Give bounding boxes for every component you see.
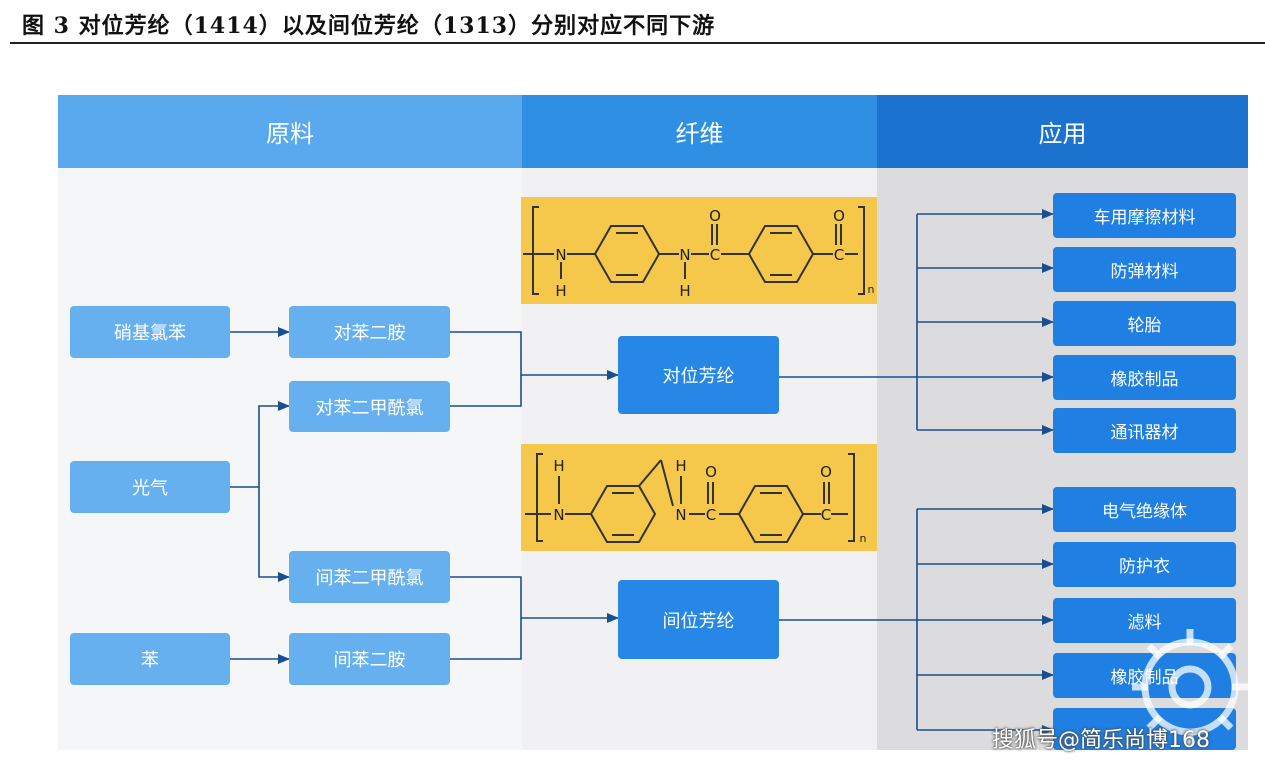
app-meta-item: 防护衣 [1053, 542, 1236, 587]
para-structure-svg: N H N H C O C O n [523, 206, 875, 300]
atom-h: H [675, 457, 686, 475]
raw-p-phenylenediamine: 对苯二胺 [289, 306, 450, 358]
app-para-item: 通讯器材 [1053, 408, 1236, 453]
watermark-text: 搜狐号@简乐尚博168 [992, 728, 1210, 753]
repeat-n: n [868, 283, 875, 296]
atom-n: N [555, 246, 566, 264]
para-aramid-structure: N H N H C O C O n [521, 197, 877, 304]
raw-isophthaloyl-chloride: 间苯二甲酰氯 [289, 551, 450, 603]
raw-nitrochlorobenzene: 硝基氯苯 [70, 306, 230, 358]
atom-o: O [833, 207, 845, 225]
meta-aramid-structure: N H N H C O C O n [521, 444, 877, 551]
app-para-item: 橡胶制品 [1053, 355, 1236, 400]
atom-o: O [709, 207, 721, 225]
atom-n: N [675, 506, 686, 524]
app-para-item: 车用摩擦材料 [1053, 193, 1236, 238]
title-divider [10, 42, 1265, 44]
atom-h: H [679, 282, 690, 300]
app-para-item: 轮胎 [1053, 301, 1236, 346]
app-para-item: 防弹材料 [1053, 247, 1236, 292]
meta-structure-svg: N H N H C O C O n [525, 453, 867, 545]
atom-c: C [706, 506, 716, 524]
raw-benzene: 苯 [70, 633, 230, 685]
atom-h: H [553, 457, 564, 475]
atom-c: C [710, 246, 720, 264]
atom-n: N [679, 246, 690, 264]
fiber-para-aramid: 对位芳纶 [618, 336, 779, 414]
header-fiber: 纤维 [522, 95, 877, 168]
fiber-meta-aramid: 间位芳纶 [618, 580, 779, 659]
header-raw-materials: 原料 [58, 95, 522, 168]
atom-c: C [821, 506, 831, 524]
raw-terephthaloyl-chloride: 对苯二甲酰氯 [289, 381, 450, 432]
app-meta-item: 滤料 [1053, 598, 1236, 643]
raw-phosgene: 光气 [70, 461, 230, 513]
app-meta-item: 电气绝缘体 [1053, 487, 1236, 532]
figure-title: 图 3 对位芳纶（1414）以及间位芳纶（1313）分别对应不同下游 [22, 13, 716, 39]
raw-m-phenylenediamine: 间苯二胺 [289, 633, 450, 685]
atom-n: N [553, 506, 564, 524]
atom-o: O [820, 463, 832, 481]
repeat-n: n [860, 532, 867, 545]
atom-h: H [555, 282, 566, 300]
atom-o: O [705, 463, 717, 481]
atom-c: C [834, 246, 844, 264]
gear-watermark-icon [1132, 629, 1248, 745]
header-application: 应用 [877, 95, 1248, 168]
